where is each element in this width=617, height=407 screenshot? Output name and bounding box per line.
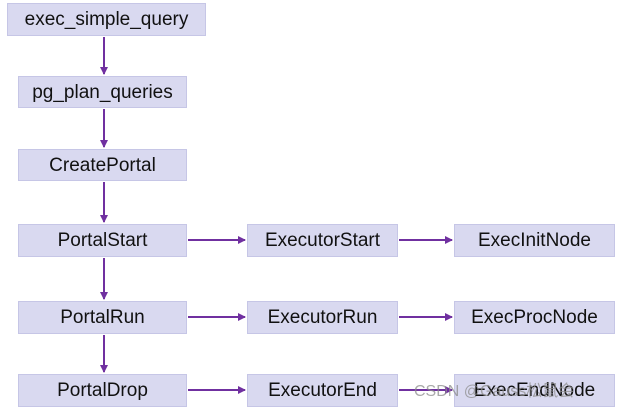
node-label: PortalRun: [60, 307, 145, 328]
node-exec-proc-node: ExecProcNode: [454, 301, 615, 334]
node-label: pg_plan_queries: [32, 81, 173, 103]
node-exec-init-node: ExecInitNode: [454, 224, 615, 257]
node-label: ExecInitNode: [477, 230, 591, 251]
node-create-portal: CreatePortal: [18, 149, 187, 181]
node-label: PortalStart: [57, 230, 148, 251]
node-portal-start: PortalStart: [18, 224, 187, 257]
node-exec-end-node: ExecEndNode: [454, 374, 615, 407]
node-portal-run: PortalRun: [18, 301, 187, 334]
node-exec-simple-query: exec_simple_query: [7, 3, 206, 36]
node-executor-start: ExecutorStart: [247, 224, 398, 257]
node-executor-run: ExecutorRun: [247, 301, 398, 334]
node-portal-drop: PortalDrop: [18, 374, 187, 407]
node-label: ExecutorRun: [267, 307, 378, 328]
node-label: ExecutorEnd: [268, 380, 377, 401]
node-label: CreatePortal: [49, 154, 156, 176]
node-label: ExecProcNode: [471, 307, 598, 328]
node-label: ExecutorStart: [264, 230, 381, 251]
node-label: PortalDrop: [57, 380, 148, 401]
node-label: ExecEndNode: [473, 380, 596, 401]
node-executor-end: ExecutorEnd: [247, 374, 398, 407]
node-pg-plan-queries: pg_plan_queries: [18, 76, 187, 108]
node-label: exec_simple_query: [24, 9, 189, 30]
